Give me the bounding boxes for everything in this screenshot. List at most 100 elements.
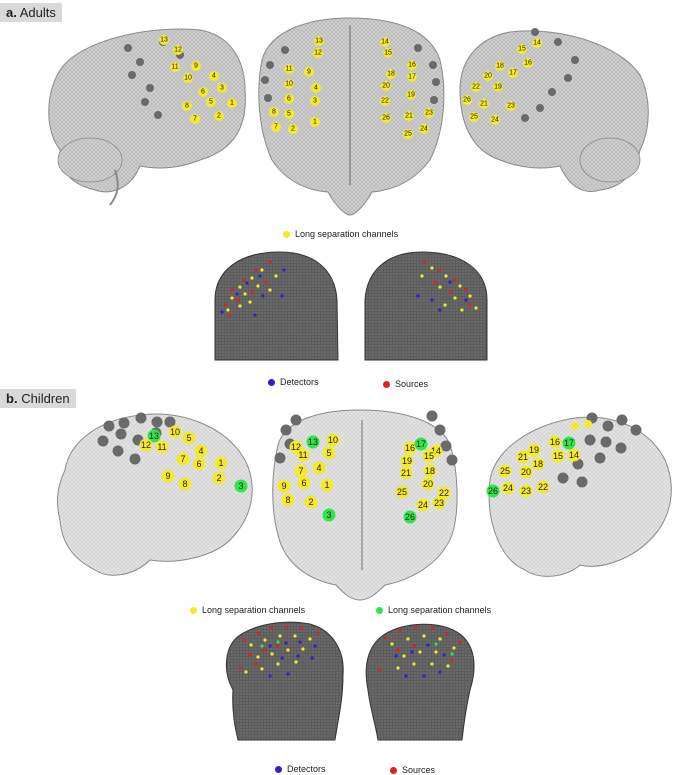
svg-text:25: 25 [397,487,407,497]
svg-text:14: 14 [533,40,541,47]
svg-text:1: 1 [218,458,223,468]
channel-marker: 9 [304,67,314,77]
channel-marker: 11 [170,62,180,72]
channel-marker: 3 [217,83,227,93]
channel-marker: 4 [209,71,219,81]
channel-marker: 5 [322,446,336,460]
svg-text:17: 17 [408,74,416,81]
channel-marker: 21 [479,99,489,109]
adult-channels-left: 13 12 11 9 10 4 3 6 1 5 8 2 7 [159,35,237,124]
adult-brain-right [459,30,649,192]
channel-marker: 1 [310,117,320,127]
channel-marker: 7 [190,114,200,124]
channel-marker: 25 [498,464,512,478]
child-head-right [365,623,475,741]
legend-children-sources: Sources [390,765,435,775]
svg-text:13: 13 [160,37,168,44]
svg-text:18: 18 [533,459,543,469]
channel-marker: 16 [403,441,417,455]
svg-text:6: 6 [287,96,291,103]
legend-label: Detectors [280,377,319,387]
channel-marker: 23 [432,496,446,510]
channel-marker: 18 [423,464,437,478]
svg-text:15: 15 [424,451,434,461]
svg-text:5: 5 [209,99,213,106]
svg-text:21: 21 [518,452,528,462]
adult-head-right [364,251,488,361]
adult-head-left [214,251,339,361]
channel-marker: 16 [407,60,417,70]
svg-text:10: 10 [285,81,293,88]
channel-marker: 10 [284,79,294,89]
adult-channels-right: 15 14 16 18 20 17 19 22 26 21 23 25 24 [462,38,542,125]
channel-marker: 25 [395,485,409,499]
adult-channels-front: 13 12 11 9 10 4 6 3 8 5 7 2 1 14 15 16 1… [269,36,434,139]
channel-marker: 6 [198,87,208,97]
channel-marker: 23 [424,108,434,118]
channel-marker: 24 [416,498,430,512]
svg-text:14: 14 [431,446,441,456]
svg-text:5: 5 [186,433,191,443]
svg-text:2: 2 [217,113,221,120]
channel-marker: 9 [191,61,201,71]
channel-marker: 1 [320,478,334,492]
svg-text:26: 26 [382,115,390,122]
svg-text:9: 9 [281,481,286,491]
svg-text:25: 25 [500,466,510,476]
svg-text:23: 23 [507,103,515,110]
svg-text:23: 23 [425,110,433,117]
legend-adults-detectors: Detectors [268,377,319,387]
svg-text:16: 16 [408,62,416,69]
panel-a-label: a. Adults [0,3,62,22]
panel-b-title: Children [21,391,70,406]
svg-text:21: 21 [405,113,413,120]
channel-marker: 12 [313,48,323,58]
channel-marker: 17 [508,68,518,78]
channel-marker: 14 [567,448,581,462]
child-channels-left: 13 10 12 11 5 7 4 6 1 9 2 8 3 [139,425,248,493]
svg-text:16: 16 [550,437,560,447]
channel-marker: 4 [194,444,208,458]
svg-text:8: 8 [182,479,187,489]
svg-text:18: 18 [496,63,504,70]
channel-marker: 25 [403,129,413,139]
channel-marker: 2 [214,111,224,121]
child-channels-front: 12 13 10 11 5 4 9 7 6 1 8 2 3 16 17 14 1… [277,433,451,524]
svg-text:3: 3 [238,481,243,491]
legend-label: Long separation channels [388,605,492,615]
svg-text:9: 9 [307,69,311,76]
svg-text:21: 21 [480,101,488,108]
channel-marker: 1 [227,98,237,108]
svg-text:11: 11 [285,66,292,73]
svg-text:13: 13 [315,38,323,45]
svg-text:14: 14 [381,39,389,46]
svg-text:6: 6 [301,478,306,488]
yellow-dot-icon [190,606,197,614]
svg-text:8: 8 [285,495,290,505]
channel-marker: 23 [519,484,533,498]
channel-marker: 24 [501,481,515,495]
channel-marker: 15 [551,449,565,463]
channel-marker: 17 [414,437,428,451]
panel-b-letter: b. [6,391,18,406]
svg-text:25: 25 [470,114,478,121]
channel-marker: 10 [326,433,340,447]
legend-children-detectors: Detectors [275,764,326,774]
channel-marker: 15 [383,48,393,58]
svg-text:18: 18 [387,71,395,78]
panel-a-title: Adults [19,5,56,20]
channel-marker: 15 [517,44,527,54]
child-optodes [97,410,642,488]
svg-text:9: 9 [194,63,198,70]
svg-text:12: 12 [291,442,301,452]
channel-marker: 19 [400,454,414,468]
channel-marker: 20 [381,81,391,91]
channel-marker: 25 [469,112,479,122]
channel-marker: 9 [161,469,175,483]
svg-text:7: 7 [180,454,185,464]
channel-marker: 20 [483,71,493,81]
channel-marker: 10 [183,73,193,83]
channel-marker: 1 [214,456,228,470]
channel-marker: 22 [380,96,390,106]
svg-text:2: 2 [308,497,313,507]
